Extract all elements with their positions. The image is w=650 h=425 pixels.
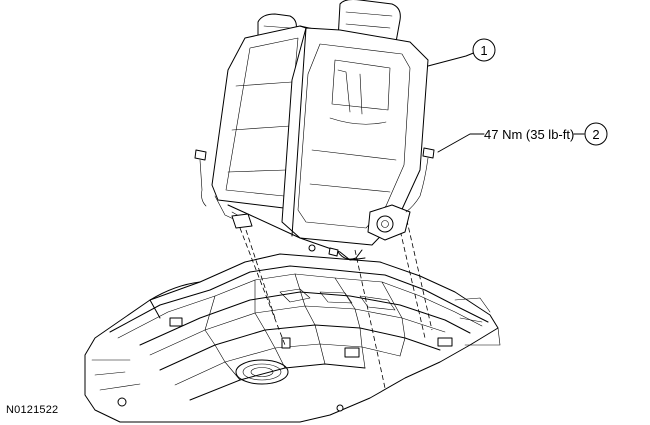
figure-id: N0121522	[6, 404, 59, 416]
callout-1-circle	[472, 38, 496, 62]
callout-1: 1	[427, 38, 496, 67]
seat-backrest	[211, 0, 429, 261]
floor-pan	[84, 253, 501, 423]
callout-2-circle	[584, 122, 608, 146]
callout-2: 47 Nm (35 lb-ft) 2	[437, 122, 608, 153]
callout-2-number: 2	[592, 127, 599, 142]
alignment-lines	[239, 207, 433, 389]
callout-2-torque-label: 47 Nm (35 lb-ft)	[484, 127, 574, 142]
bolts	[194, 147, 435, 257]
callout-1-number: 1	[480, 43, 487, 58]
callout-2-leader	[437, 133, 485, 153]
callout-1-leader	[427, 51, 477, 67]
